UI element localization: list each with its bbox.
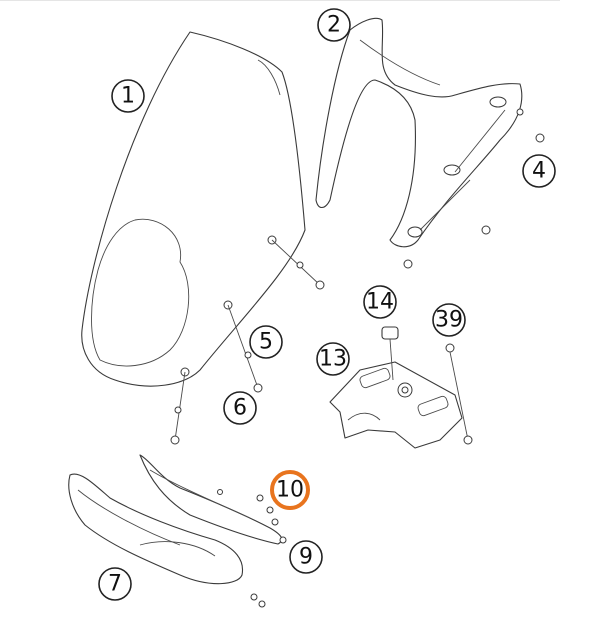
bracket-frame-part	[315, 17, 523, 248]
bolt-part-39	[445, 343, 473, 445]
callout-label: 9	[299, 545, 313, 570]
callout-circle	[270, 470, 310, 510]
callout-6: 6	[223, 391, 257, 425]
callout-circle	[223, 391, 257, 425]
callout-7: 7	[98, 567, 132, 601]
callout-circle	[98, 567, 132, 601]
mounting-plate-part	[329, 361, 463, 449]
bolt-parts-5-6	[170, 235, 325, 445]
callout-label: 1	[121, 84, 135, 109]
callout-label: 2	[327, 13, 341, 38]
callout-label: 10	[276, 478, 304, 503]
callout-label: 6	[233, 396, 247, 421]
callout-1: 1	[111, 79, 145, 113]
callout-9: 9	[289, 540, 323, 574]
callout-label: 5	[259, 330, 273, 355]
callout-4: 4	[522, 154, 556, 188]
callout-14: 14	[363, 285, 397, 319]
callout-10-highlighted[interactable]: 10	[270, 470, 310, 510]
callout-circle	[363, 285, 397, 319]
nut-part-14	[381, 326, 399, 381]
callout-circle	[249, 325, 283, 359]
side-trim-part	[139, 454, 287, 545]
callout-label: 39	[435, 308, 463, 333]
callout-circle	[111, 79, 145, 113]
windshield-part	[81, 31, 306, 387]
callout-circle	[432, 303, 466, 337]
callout-label: 14	[366, 290, 394, 315]
callout-13: 13	[316, 342, 350, 376]
callout-circle	[289, 540, 323, 574]
callout-circle	[317, 8, 351, 42]
callout-5: 5	[249, 325, 283, 359]
callout-label: 13	[319, 347, 347, 372]
callout-label: 7	[108, 572, 122, 597]
lower-spoiler-part	[68, 473, 266, 608]
callout-39: 39	[432, 303, 466, 337]
callout-circle	[316, 342, 350, 376]
callout-circle	[522, 154, 556, 188]
callout-2: 2	[317, 8, 351, 42]
callout-label: 4	[532, 159, 546, 184]
screw-parts-4	[403, 108, 545, 269]
